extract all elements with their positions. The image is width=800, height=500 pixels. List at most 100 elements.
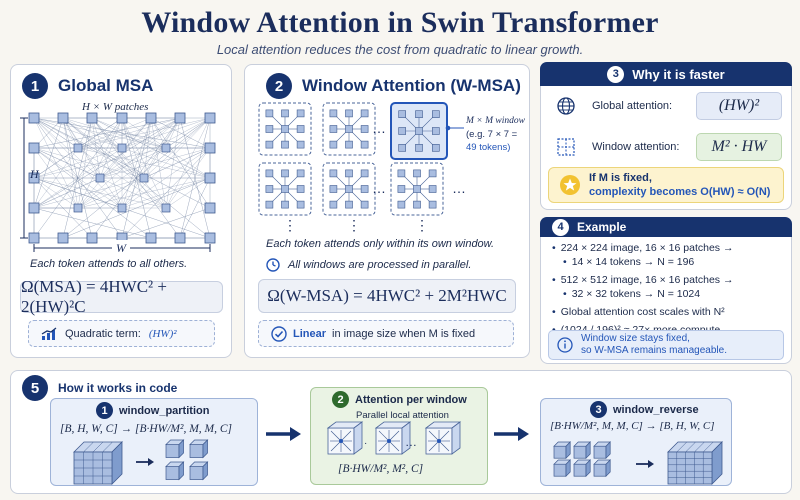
token-node (57, 112, 69, 124)
window-attention-label: Window attention: (592, 141, 680, 153)
token-node (345, 200, 353, 209)
window-grid: ………⋮⋮⋮ (258, 102, 466, 233)
map-gridline (694, 441, 705, 453)
list-item: 512 × 512 image, 16 × 16 patches → 32 × … (552, 273, 788, 301)
list-item: 224 × 224 image, 16 × 16 patches → 14 × … (552, 241, 788, 269)
local-attention-cubes: …· (326, 421, 462, 455)
attention-link (91, 117, 167, 209)
attention-link (150, 117, 211, 149)
window-reverse-title: window_reverse (613, 403, 699, 416)
block-side (202, 439, 208, 459)
attention-link (179, 177, 211, 239)
token-node (281, 125, 289, 133)
map-gridline (676, 441, 687, 453)
feature-map (73, 441, 123, 485)
step-number: 3 (607, 65, 625, 83)
attention-link (62, 117, 123, 149)
window-partition-header: 1 window_partition (96, 402, 209, 419)
token-node (360, 140, 369, 149)
step-number: 5 (22, 375, 48, 401)
local-link (340, 430, 352, 442)
example-list: 224 × 224 image, 16 × 16 patches → 14 × … (552, 241, 788, 337)
why-faster-header: 3 Why it is faster (540, 62, 792, 86)
page-subtitle: Local attention reduces the cost from qu… (216, 42, 584, 57)
linear-note: Linear in image size when M is fixed (258, 320, 514, 347)
example-header: 4 Example (540, 217, 792, 237)
star-icon (560, 175, 580, 195)
token-node (139, 173, 149, 183)
window-partition-signature: [B, H, W, C] → [B·HW/M², M, M, C] (60, 423, 233, 435)
token-node (281, 109, 289, 118)
attention-link (121, 117, 167, 209)
token-node (265, 140, 274, 149)
example-title: Example (577, 220, 627, 234)
token-node (329, 169, 338, 178)
attention-link (143, 117, 152, 179)
list-item: Global attention cost scales with N² (552, 305, 788, 319)
block-front (553, 445, 567, 459)
step-number: 4 (552, 218, 569, 236)
attention-window (322, 102, 376, 156)
block-front (573, 463, 587, 477)
token-block (593, 459, 612, 478)
window-grid-icon (557, 138, 575, 156)
token-node (281, 169, 289, 178)
attention-link (33, 117, 64, 209)
token-block (165, 439, 185, 459)
local-link (388, 440, 400, 452)
attention-signature: [B·HW/M², M², C] (338, 463, 424, 475)
attention-link (121, 207, 211, 239)
local-link (388, 430, 400, 442)
width-label: W (116, 241, 127, 255)
attention-window (258, 102, 312, 156)
token-node (345, 125, 353, 133)
token-node (265, 125, 274, 133)
linear-bold: Linear (293, 327, 327, 340)
token-node (432, 127, 440, 135)
local-window-cube (424, 421, 462, 455)
ellipsis-horizontal: … (372, 180, 386, 196)
chart-icon (41, 326, 57, 340)
token-node (397, 185, 406, 193)
info-line-2: so W-MSA remains manageable. (581, 345, 727, 356)
map-gridline (83, 441, 94, 453)
token-node (281, 200, 289, 209)
token-node (28, 142, 40, 154)
attention-link (33, 117, 123, 209)
token-block (593, 441, 612, 460)
attention-link (33, 147, 101, 179)
token-node (413, 185, 421, 193)
token-node (428, 169, 437, 178)
info-icon (557, 337, 573, 353)
attention-link (121, 117, 211, 209)
token-node (413, 200, 421, 209)
ellipsis-horizontal: … (452, 180, 466, 196)
token-node (415, 110, 423, 118)
feature-map (667, 441, 723, 485)
global-attention-value: (HW)² (696, 92, 782, 120)
token-node (204, 112, 216, 124)
token-node (204, 172, 216, 184)
why-faster-title: Why it is faster (632, 66, 725, 82)
attention-link (33, 177, 123, 209)
local-link (428, 440, 440, 452)
map-front (667, 451, 713, 485)
attention-link (99, 147, 211, 179)
local-link (378, 430, 390, 442)
local-link (378, 440, 390, 452)
token-node (296, 109, 305, 118)
callout-example: (e.g. 7 × 7 = (466, 129, 518, 140)
token-node (57, 232, 69, 244)
token-node (174, 232, 186, 244)
token-node (415, 127, 423, 135)
block-front (165, 444, 180, 458)
token-node (432, 110, 440, 118)
attention-window (258, 162, 312, 216)
token-node (360, 169, 369, 178)
token-node (265, 185, 274, 193)
local-link (330, 430, 342, 442)
block-front (573, 445, 587, 459)
window-callout: M × M window (e.g. 7 × 7 = 49 tokens) (466, 115, 525, 154)
attention-window (390, 102, 448, 160)
attention-link (33, 177, 101, 209)
